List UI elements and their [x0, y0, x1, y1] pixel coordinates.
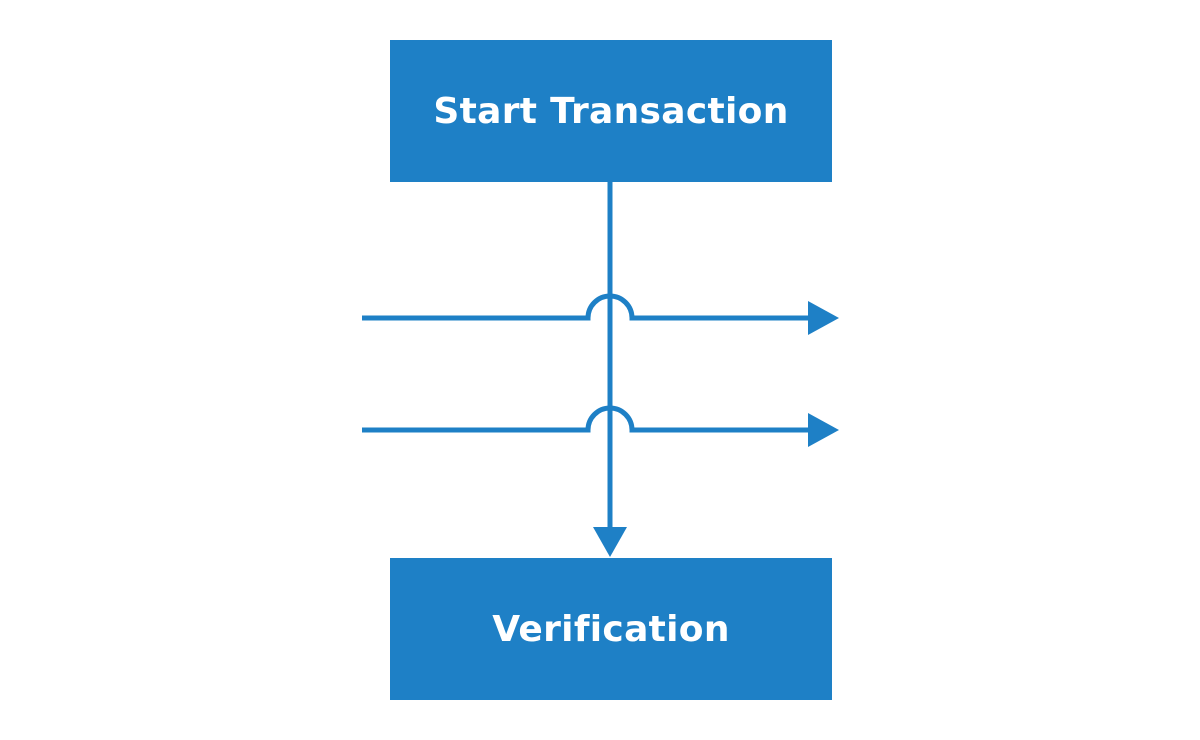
crossing-line-1 — [362, 293, 839, 335]
arrow-down-icon — [593, 527, 627, 557]
arrow-right-icon — [808, 413, 839, 447]
node-label: Start Transaction — [433, 90, 789, 132]
node-label: Verification — [492, 608, 730, 650]
edge-start-to-verification — [593, 182, 627, 557]
node-verification: Verification — [390, 558, 832, 700]
node-start-transaction: Start Transaction — [390, 40, 832, 182]
arrow-right-icon — [808, 301, 839, 335]
crossing-line-2 — [362, 405, 839, 447]
